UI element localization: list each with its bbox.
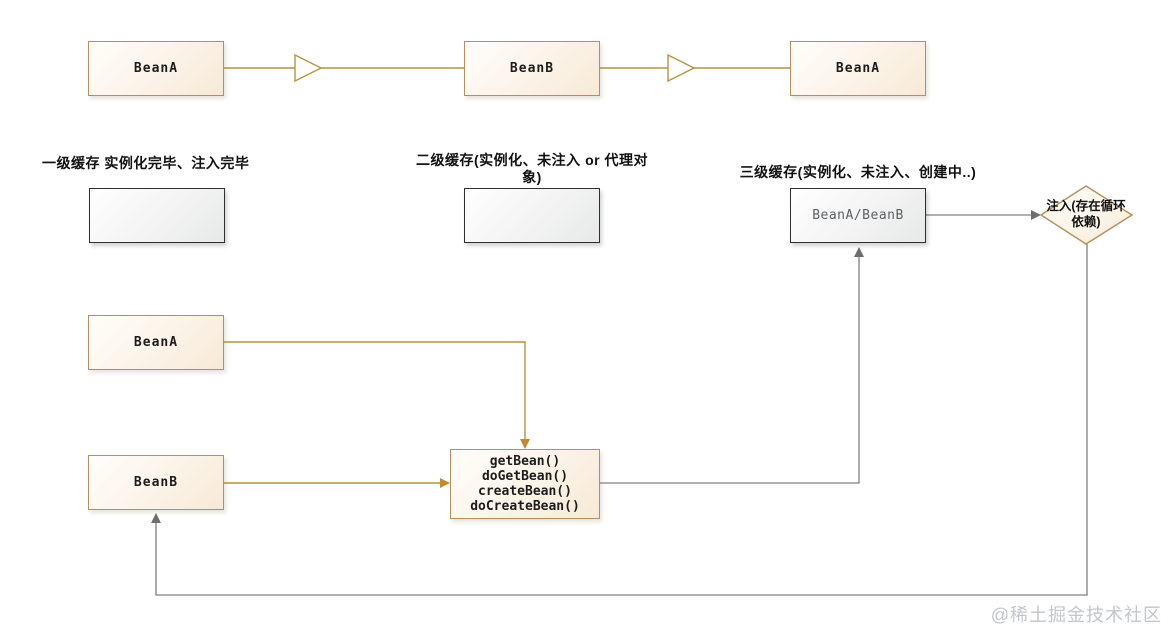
arrowhead-right-icon (440, 478, 450, 488)
arrowhead-up-icon (854, 247, 864, 257)
bean-a-top-right-box: BeanA (790, 41, 926, 96)
getbean-method: doCreateBean() (470, 499, 580, 514)
hollow-triangle-icon (294, 53, 323, 83)
connector-beanA-to-getbean (224, 341, 526, 439)
connector-inject-to-beanB (155, 244, 1088, 596)
bean-a-top-right-label: BeanA (835, 61, 881, 76)
level2-cache-label: 二级缓存(实例化、未注入 or 代理对象) (416, 152, 648, 185)
bean-a-top-box: BeanA (88, 41, 224, 96)
level3-cache-label: 三级缓存(实例化、未注入、创建中..) (739, 164, 977, 180)
arrowhead-up-icon (151, 513, 161, 523)
bean-b-top-box: BeanB (464, 41, 600, 96)
hollow-triangle-icon (667, 53, 696, 83)
level2-cache-box (464, 188, 600, 243)
getbean-method: doGetBean() (481, 469, 569, 484)
level3-cache-box-label: BeanA/BeanB (812, 208, 904, 223)
inject-diamond-shape (1039, 185, 1134, 245)
bean-a-top-label: BeanA (133, 61, 179, 76)
arrowhead-right-icon (1031, 210, 1041, 220)
getbean-method: createBean() (478, 484, 572, 499)
bean-b-flow-box: BeanB (88, 455, 224, 510)
bean-b-flow-label: BeanB (133, 475, 179, 490)
watermark-text: @稀土掘金技术社区 (990, 605, 1162, 625)
level1-cache-label: 一级缓存 实例化完毕、注入完毕 (42, 155, 250, 171)
bean-a-flow-box: BeanA (88, 315, 224, 370)
level3-cache-box: BeanA/BeanB (790, 188, 926, 243)
level1-cache-box (89, 188, 225, 243)
inject-diamond-label: 注入(存在循环依赖) (1046, 199, 1126, 229)
getbean-methods-box: getBean() doGetBean() createBean() doCre… (450, 449, 600, 519)
connector-getbean-to-cache3 (600, 257, 860, 484)
bean-a-flow-label: BeanA (133, 335, 179, 350)
arrowhead-down-icon (520, 439, 530, 449)
getbean-method: getBean() (489, 454, 561, 469)
bean-b-top-label: BeanB (509, 61, 555, 76)
